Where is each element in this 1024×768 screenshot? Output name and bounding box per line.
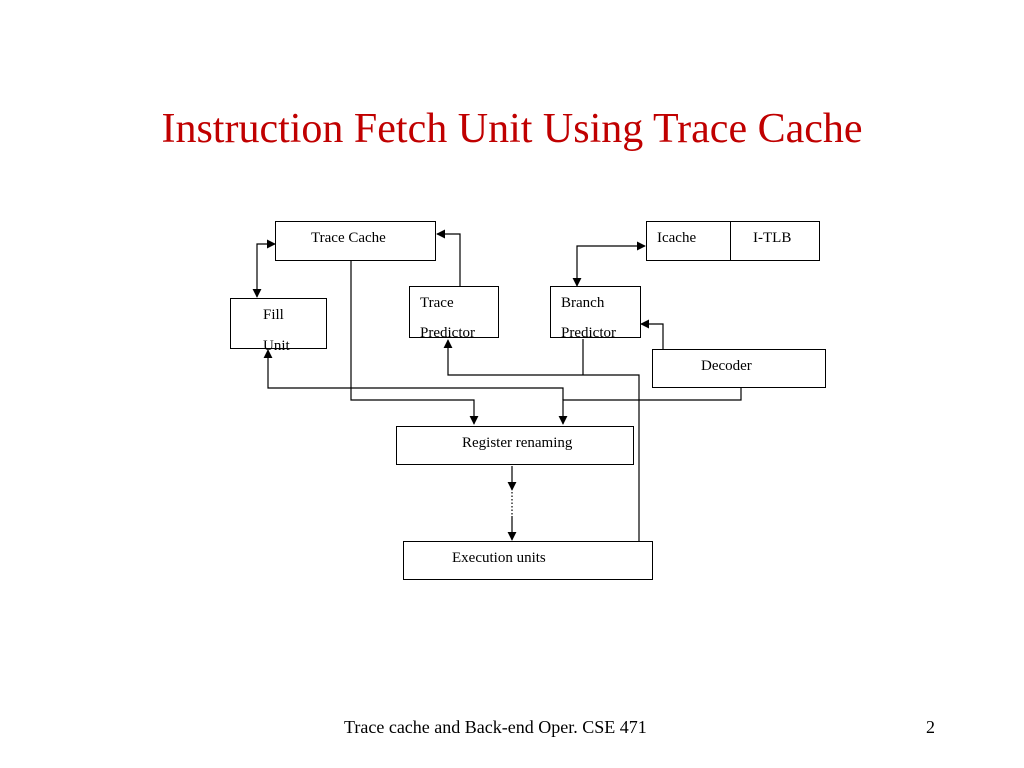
fill-unit-label-line1: Fill (263, 307, 284, 323)
register-renaming-label: Register renaming (462, 435, 573, 451)
fill-unit-label-line2: Unit (263, 338, 290, 354)
feedback-to-fill-unit-line (263, 349, 564, 400)
trace-predictor-box: Trace Predictor (409, 286, 499, 341)
decoder-box: Decoder (652, 349, 826, 388)
trace-cache-label: Trace Cache (311, 230, 386, 246)
footer-text: Trace cache and Back-end Oper. CSE 471 (344, 717, 647, 737)
register-renaming-box: Register renaming (396, 426, 634, 465)
itlb-label: I-TLB (753, 230, 792, 246)
trace-predictor-label-line1: Trace (420, 295, 454, 311)
itlb-box: I-TLB (730, 221, 820, 261)
slide-title: Instruction Fetch Unit Using Trace Cache (161, 106, 863, 152)
fill-to-trace-cache-arrow (252, 239, 276, 298)
trace-cache-to-renaming-line (350, 261, 479, 425)
branch-predictor-icache-arrow (572, 241, 646, 287)
decoder-label: Decoder (701, 358, 752, 374)
branch-predictor-label-line2: Predictor (561, 325, 616, 341)
icache-box: Icache (646, 221, 731, 261)
execution-to-trace-predictor-line (443, 339, 640, 541)
icache-label: Icache (657, 230, 697, 246)
execution-units-label: Execution units (452, 550, 546, 566)
branch-predictor-box: Branch Predictor (550, 286, 641, 341)
branch-predictor-label-line1: Branch (561, 295, 605, 311)
fill-unit-box: Fill Unit (230, 298, 327, 354)
decoder-to-branch-predictor-arrow (640, 319, 664, 349)
decoder-to-renaming-line (558, 388, 742, 425)
page-number: 2 (926, 717, 935, 737)
execution-units-box: Execution units (403, 541, 653, 580)
trace-cache-box: Trace Cache (275, 221, 436, 261)
trace-predictor-label-line2: Predictor (420, 325, 475, 341)
trace-predictor-to-trace-cache-arrow (436, 229, 461, 286)
